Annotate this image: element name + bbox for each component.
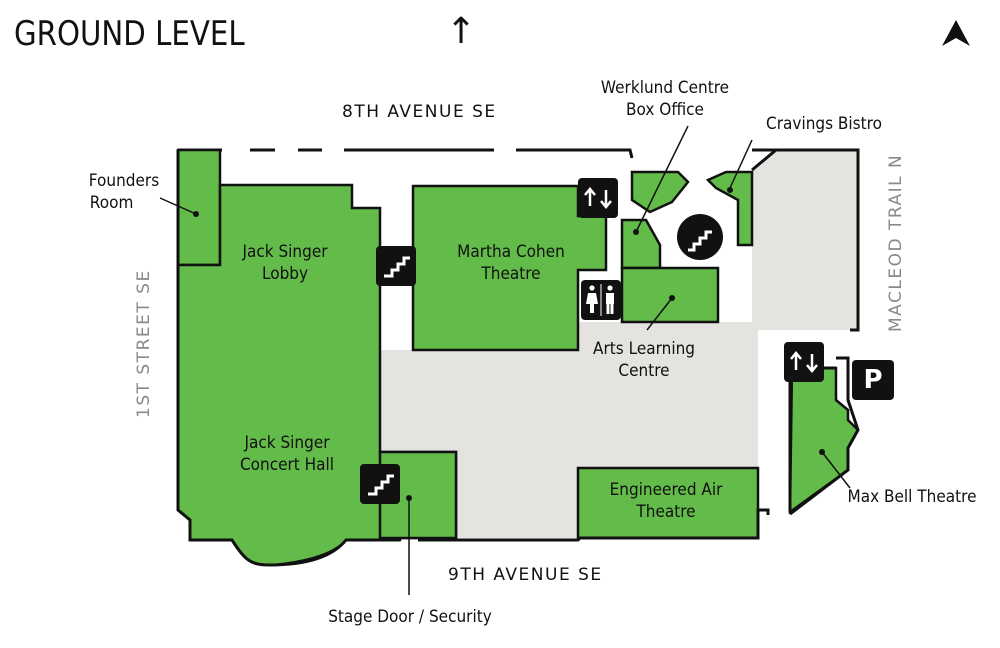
founders-room-area xyxy=(176,148,222,267)
label-jack-singer-lobby: Jack Singer Lobby xyxy=(242,242,328,284)
label-engineered-air-theatre: Engineered Air Theatre xyxy=(609,480,723,522)
up-arrow-icon: ↑ xyxy=(446,11,477,52)
label-jack-singer-concert-hall: Jack Singer Concert Hall xyxy=(239,433,335,475)
label-arts-learning-centre: Arts Learning Centre xyxy=(592,339,696,381)
label-stage-door-security: Stage Door / Security xyxy=(328,607,492,627)
arts-learning-area xyxy=(620,266,720,324)
gray-area-arts xyxy=(578,322,758,470)
stairs-icon xyxy=(677,214,723,260)
label-cravings-bistro: Cravings Bistro xyxy=(766,114,882,134)
elevator-icon xyxy=(784,342,824,382)
box-office-area-top xyxy=(630,170,690,214)
cravings-bistro-area xyxy=(705,170,754,247)
parking-label: P xyxy=(863,365,883,395)
street-9th-avenue: 9TH AVENUE SE xyxy=(448,565,603,585)
box-office-area xyxy=(620,218,662,270)
label-founders-room: Founders Room xyxy=(88,171,160,213)
label-martha-cohen-theatre: Martha Cohen Theatre xyxy=(457,242,565,284)
restroom-icon xyxy=(581,280,621,320)
street-macleod-trail: MACLEOD TRAIL N xyxy=(886,153,906,332)
page-title: GROUND LEVEL xyxy=(14,14,245,54)
stairs-icon xyxy=(376,246,416,286)
label-max-bell-theatre: Max Bell Theatre xyxy=(847,487,977,507)
parking-icon xyxy=(852,360,894,400)
label-werklund-box-office: Werklund Centre Box Office xyxy=(600,78,730,120)
gray-area-east xyxy=(752,150,858,330)
stairs-icon xyxy=(360,464,400,504)
north-arrow-icon xyxy=(942,20,970,46)
elevator-icon xyxy=(578,178,618,218)
street-8th-avenue: 8TH AVENUE SE xyxy=(342,102,497,122)
street-1st-street: 1ST STREET SE xyxy=(134,269,154,418)
